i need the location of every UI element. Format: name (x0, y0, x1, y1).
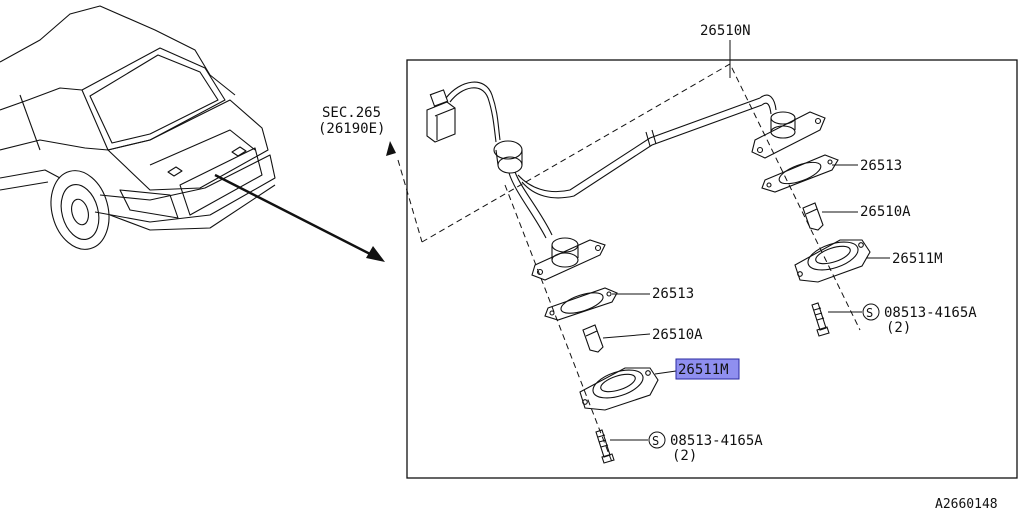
screw-symbol-upper: S (866, 306, 873, 320)
screw-lower-label: 08513-4165A (670, 433, 763, 449)
left-gasket (544, 287, 618, 321)
sec-ref-arrow-icon (386, 141, 396, 156)
right-screw (811, 302, 830, 337)
left-screw (595, 429, 615, 464)
harness-label: 26510N (700, 23, 751, 39)
right-socket (751, 111, 826, 159)
right-bulb (802, 202, 824, 231)
screw-standard-icon (862, 303, 880, 321)
left-lens-housing (579, 367, 659, 411)
screw-lower-callout: S 08513-4165A (2) (648, 431, 763, 464)
section-reference: SEC.265 (26190E) (318, 105, 396, 156)
sec-ref-line2: (26190E) (318, 121, 385, 137)
screw-symbol-lower: S (652, 434, 659, 448)
callout-leaders (602, 164, 890, 441)
housing-lower-label[interactable]: 26511M (678, 362, 729, 378)
left-socket (531, 237, 606, 281)
bulb-lower-label: 26510A (652, 327, 703, 343)
screw-upper-callout: S 08513-4165A (2) (862, 303, 977, 336)
detail-frame (406, 59, 1018, 479)
right-gasket (761, 154, 839, 193)
screw-upper-label: 08513-4165A (884, 305, 977, 321)
housing-upper-label: 26511M (892, 251, 943, 267)
housing-lower-callout[interactable]: 26511M (675, 358, 740, 380)
diagram-code: A2660148 (935, 497, 998, 511)
left-bulb (582, 324, 604, 353)
screw-lower-qty: (2) (672, 448, 697, 464)
car-rear-illustration (0, 5, 276, 250)
wire-harness (426, 81, 777, 239)
part-highlight-box[interactable] (675, 358, 740, 380)
bulb-upper-label: 26510A (860, 204, 911, 220)
screw-upper-qty: (2) (886, 320, 911, 336)
assembly-dashed-lines (397, 63, 861, 463)
right-lens-housing (794, 239, 871, 283)
gasket-lower-label: 26513 (652, 286, 694, 302)
gasket-upper-label: 26513 (860, 158, 902, 174)
location-arrow (214, 173, 385, 262)
screw-standard-icon (648, 431, 666, 449)
sec-ref-line1: SEC.265 (322, 105, 381, 121)
